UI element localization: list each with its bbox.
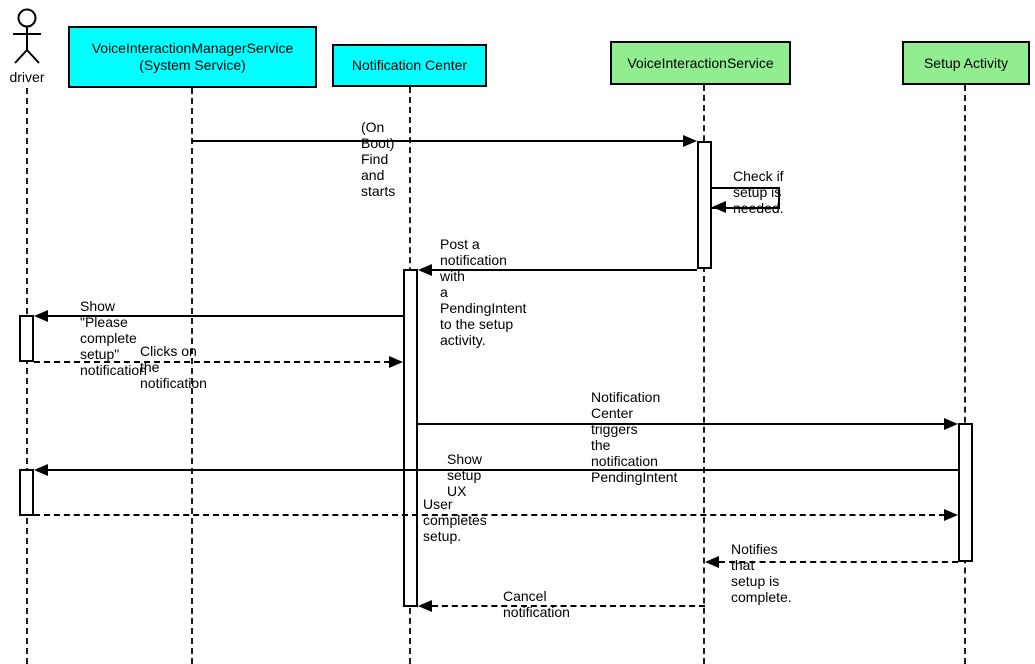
message-line xyxy=(719,561,958,563)
arrowhead-icon xyxy=(944,418,958,430)
stick-figure-icon xyxy=(13,8,41,64)
message-line xyxy=(432,605,705,607)
arrowhead-icon xyxy=(418,264,432,276)
message-label: Cancel notification xyxy=(503,588,570,620)
arrowhead-icon xyxy=(34,464,48,476)
activation-setup-activity xyxy=(958,423,973,562)
lifeline-voice-interaction-service xyxy=(703,85,705,664)
arrowhead-icon xyxy=(34,310,48,322)
activation-driver-2 xyxy=(19,469,34,516)
arrowhead-icon xyxy=(705,556,719,568)
self-message-loop xyxy=(712,187,780,209)
actor-label: driver xyxy=(9,69,45,85)
message-label: Show "Please complete setup" notificatio… xyxy=(80,298,147,378)
activation-driver-1 xyxy=(19,315,34,362)
participant-notification-center: Notification Center xyxy=(332,44,487,87)
arrowhead-icon xyxy=(944,509,958,521)
message-label: Notification Center triggers the notific… xyxy=(591,389,678,485)
message-label: User completes setup. xyxy=(423,496,487,544)
message-line xyxy=(418,423,945,425)
message-line xyxy=(48,315,403,317)
message-label: Post a notification with a PendingIntent… xyxy=(440,236,527,348)
message-label: Notifies that setup is complete. xyxy=(731,541,792,605)
message-label: Show setup UX xyxy=(447,451,483,499)
participant-voice-interaction-manager-service: VoiceInteractionManagerService (System S… xyxy=(68,26,317,88)
arrowhead-icon xyxy=(418,600,432,612)
activation-voice-interaction-service xyxy=(697,141,712,269)
participant-setup-activity: Setup Activity xyxy=(902,41,1030,85)
message-line xyxy=(34,514,945,516)
activation-notification-center xyxy=(403,269,418,607)
lifeline-setup-activity xyxy=(964,85,966,664)
lifeline-driver xyxy=(26,88,28,664)
message-line xyxy=(48,469,958,471)
arrowhead-icon xyxy=(389,356,403,368)
message-line xyxy=(192,140,683,142)
message-label: Check if setup is needed. xyxy=(733,168,784,216)
arrowhead-icon xyxy=(712,201,726,213)
arrowhead-icon xyxy=(683,135,697,147)
message-line xyxy=(432,269,697,271)
lifeline-voice-interaction-manager-service xyxy=(191,88,193,664)
message-line xyxy=(34,361,390,363)
participant-voice-interaction-service: VoiceInteractionService xyxy=(610,41,791,85)
message-label: Clicks on the notification xyxy=(140,343,207,391)
message-label: (On Boot) Find and starts xyxy=(361,119,396,199)
